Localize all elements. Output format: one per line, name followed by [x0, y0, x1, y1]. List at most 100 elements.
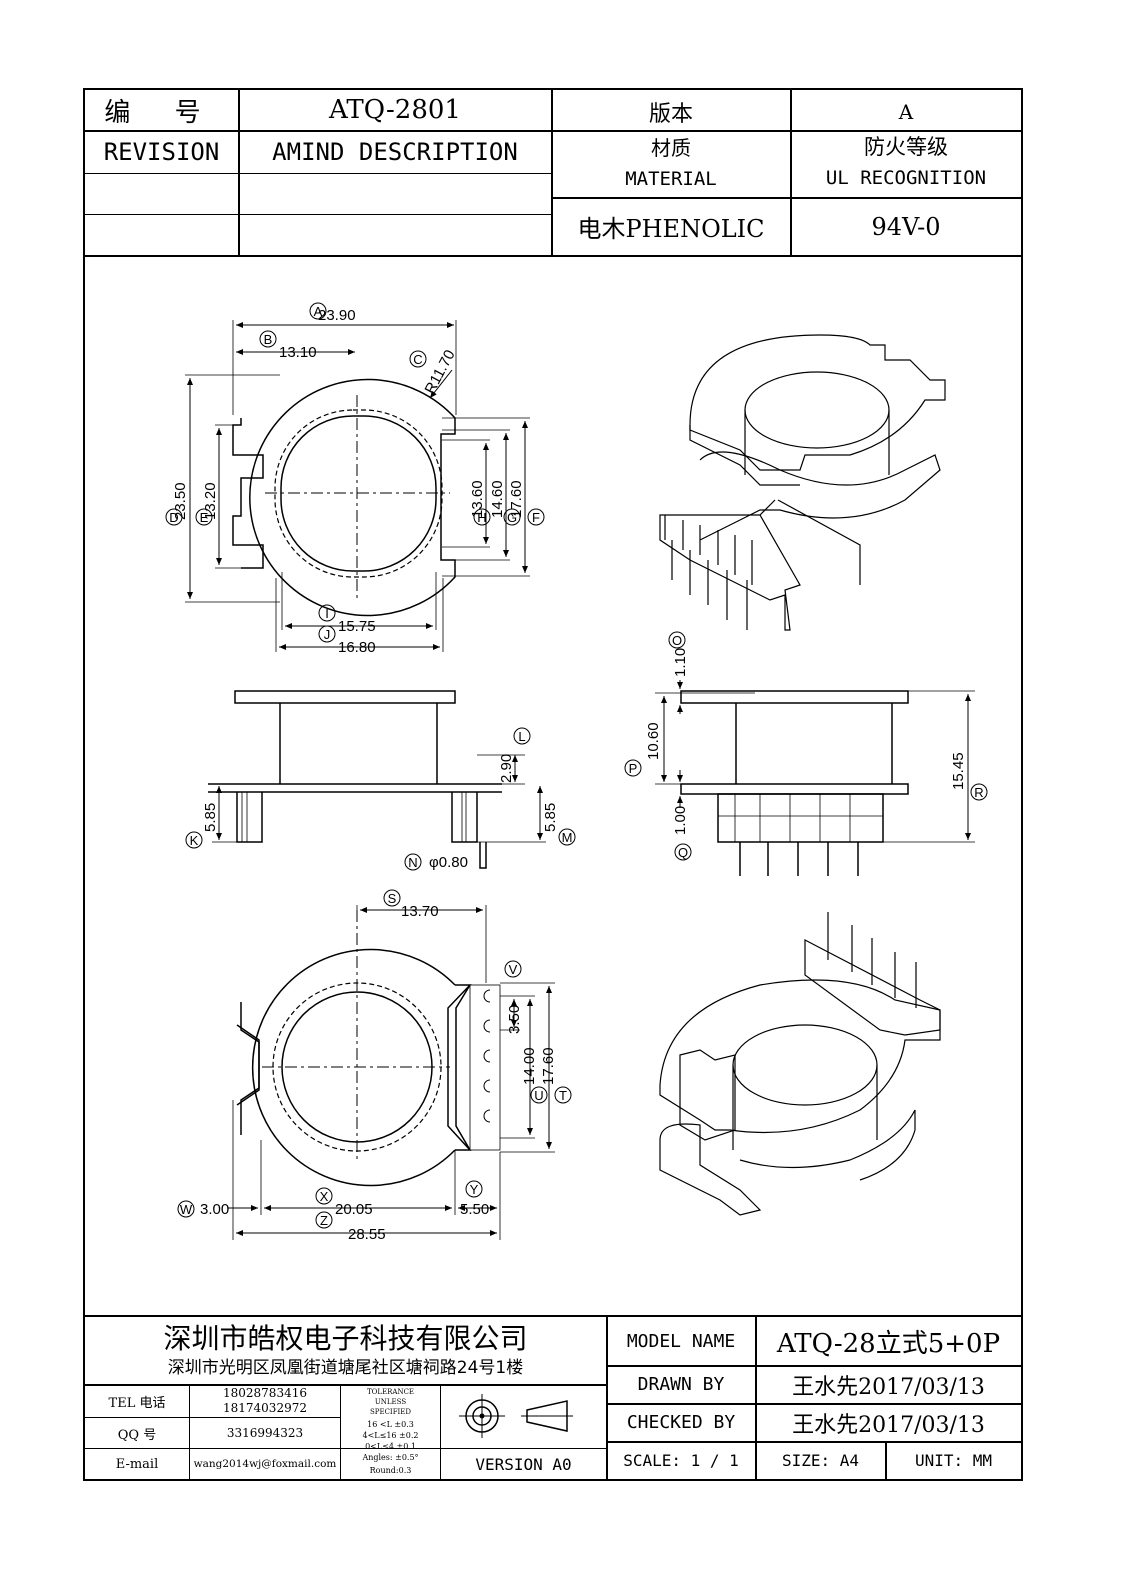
part-number: ATQ-2801 [329, 95, 461, 125]
svg-text:K: K [190, 833, 199, 848]
svg-text:P: P [629, 761, 638, 776]
tol-heading-1: TOLERANCE [366, 1387, 415, 1396]
balloon-u: U [530, 1086, 548, 1104]
svg-text:Q: Q [678, 845, 688, 860]
qq-label: QQ 号 [117, 1427, 157, 1443]
svg-text:J: J [324, 627, 331, 642]
svg-text:R: R [974, 785, 983, 800]
dim-value-l: 2.90 [498, 754, 515, 783]
dim-value-g: 14.60 [489, 480, 506, 518]
fire-value: 94V-0 [871, 212, 941, 241]
balloon-k: K [185, 831, 203, 849]
dim-value-y: 5.50 [460, 1201, 489, 1218]
balloon-a: A [309, 302, 327, 320]
dim-value-s: 13.70 [401, 903, 439, 920]
svg-text:V: V [509, 962, 518, 977]
tol-row-4: Angles: ±0.5° [362, 1452, 419, 1462]
fire-en: UL RECOGNITION [825, 167, 987, 189]
company-address: 深圳市光明区凤凰街道塘尾社区塘祠路24号1楼 [167, 1357, 524, 1378]
model-label: MODEL NAME [626, 1330, 736, 1352]
title-header: 编 号 ATQ-2801 版本 A REVISION AMIND DESCRIP… [85, 90, 1021, 257]
checked-label: CHECKED BY [626, 1412, 736, 1433]
dim-value-z: 28.55 [348, 1226, 386, 1243]
number-label: 编 号 [104, 97, 219, 128]
size: SIZE: A4 [781, 1451, 860, 1470]
side-view-right [655, 680, 975, 876]
side-view-left [208, 690, 546, 869]
dim-value-k: 5.85 [202, 803, 219, 832]
company-name: 深圳市皓权电子科技有限公司 [163, 1322, 528, 1355]
dim-value-n: φ0.80 [429, 854, 468, 871]
version-a0: VERSION A0 [475, 1454, 572, 1474]
dim-value-r: 15.45 [950, 752, 967, 790]
svg-text:C: C [413, 352, 422, 367]
balloon-f: F [527, 508, 545, 526]
balloon-p: P [624, 759, 642, 777]
balloon-z: Z [315, 1211, 333, 1229]
dim-value-a: 23.90 [318, 307, 356, 324]
version-label: 版本 [648, 102, 693, 127]
isometric-view-bottom [659, 912, 941, 1216]
svg-text:E: E [200, 510, 209, 525]
dim-value-i: 15.75 [338, 618, 376, 635]
balloon-t: T [554, 1086, 572, 1104]
tol-row-5: Round:0.3 [369, 1465, 412, 1475]
balloon-i: I [318, 604, 336, 622]
svg-text:Z: Z [320, 1213, 328, 1228]
svg-text:W: W [180, 1202, 193, 1217]
dim-value-v: 3.50 [506, 1005, 523, 1034]
dim-value-p: 10.60 [645, 722, 662, 760]
svg-text:M: M [562, 830, 573, 845]
svg-text:A: A [314, 304, 323, 319]
drawn-value: 王水先2017/03/13 [792, 1374, 985, 1400]
balloon-n: N [404, 853, 422, 871]
unit: UNIT: MM [914, 1451, 993, 1470]
svg-text:T: T [559, 1088, 567, 1103]
isometric-view-top [659, 334, 946, 631]
dim-value-x: 20.05 [335, 1201, 373, 1218]
svg-text:D: D [169, 510, 178, 525]
svg-text:Y: Y [470, 1182, 479, 1197]
tol-row-2: 4<L≤16 ±0.2 [362, 1430, 419, 1440]
svg-text:L: L [518, 729, 525, 744]
tol-row-1: 16 <L ±0.3 [367, 1419, 414, 1429]
dim-value-c: R11.70 [422, 347, 459, 397]
tol-row-3: 0<L≤4 ±0.1 [365, 1441, 416, 1451]
svg-text:S: S [388, 891, 397, 906]
balloon-m: M [558, 828, 576, 846]
dim-value-w: 3.00 [200, 1201, 229, 1218]
tol-heading-2: UNLESS [374, 1397, 407, 1406]
balloon-g: G [503, 508, 521, 526]
bottom-view [228, 905, 555, 1240]
dim-value-d: 23.50 [172, 482, 189, 520]
balloon-l: L [513, 727, 531, 745]
material-value: 电木PHENOLIC [577, 215, 765, 243]
fire-cn: 防火等级 [864, 135, 948, 159]
dim-value-b: 13.10 [279, 344, 317, 361]
balloon-q: Q [674, 843, 692, 861]
material-en: MATERIAL [625, 168, 717, 190]
projection-symbol [459, 1394, 573, 1438]
amend-label: AMIND DESCRIPTION [272, 138, 518, 166]
svg-text:H: H [477, 510, 486, 525]
top-view [185, 320, 530, 652]
balloon-o: O [668, 631, 686, 649]
svg-text:X: X [320, 1189, 329, 1204]
drawing-frame: 编 号 ATQ-2801 版本 A REVISION AMIND DESCRIP… [83, 88, 1023, 1481]
svg-text:U: U [534, 1088, 543, 1103]
balloon-y: Y [465, 1180, 483, 1198]
svg-text:G: G [507, 510, 517, 525]
svg-text:O: O [672, 633, 682, 648]
balloon-b: B [259, 330, 277, 348]
scale: SCALE: 1 / 1 [623, 1451, 739, 1470]
revision-label: REVISION [103, 138, 220, 166]
email-value: wang2014wj@foxmail.com [193, 1458, 337, 1470]
balloon-c: C [409, 350, 427, 368]
material-cn: 材质 [651, 135, 691, 160]
dim-value-o: 1.10 [672, 648, 689, 677]
dim-value-u: 14.00 [521, 1047, 538, 1085]
balloon-s: S [383, 889, 401, 907]
svg-text:B: B [264, 332, 273, 347]
balloon-r: R [970, 783, 988, 801]
